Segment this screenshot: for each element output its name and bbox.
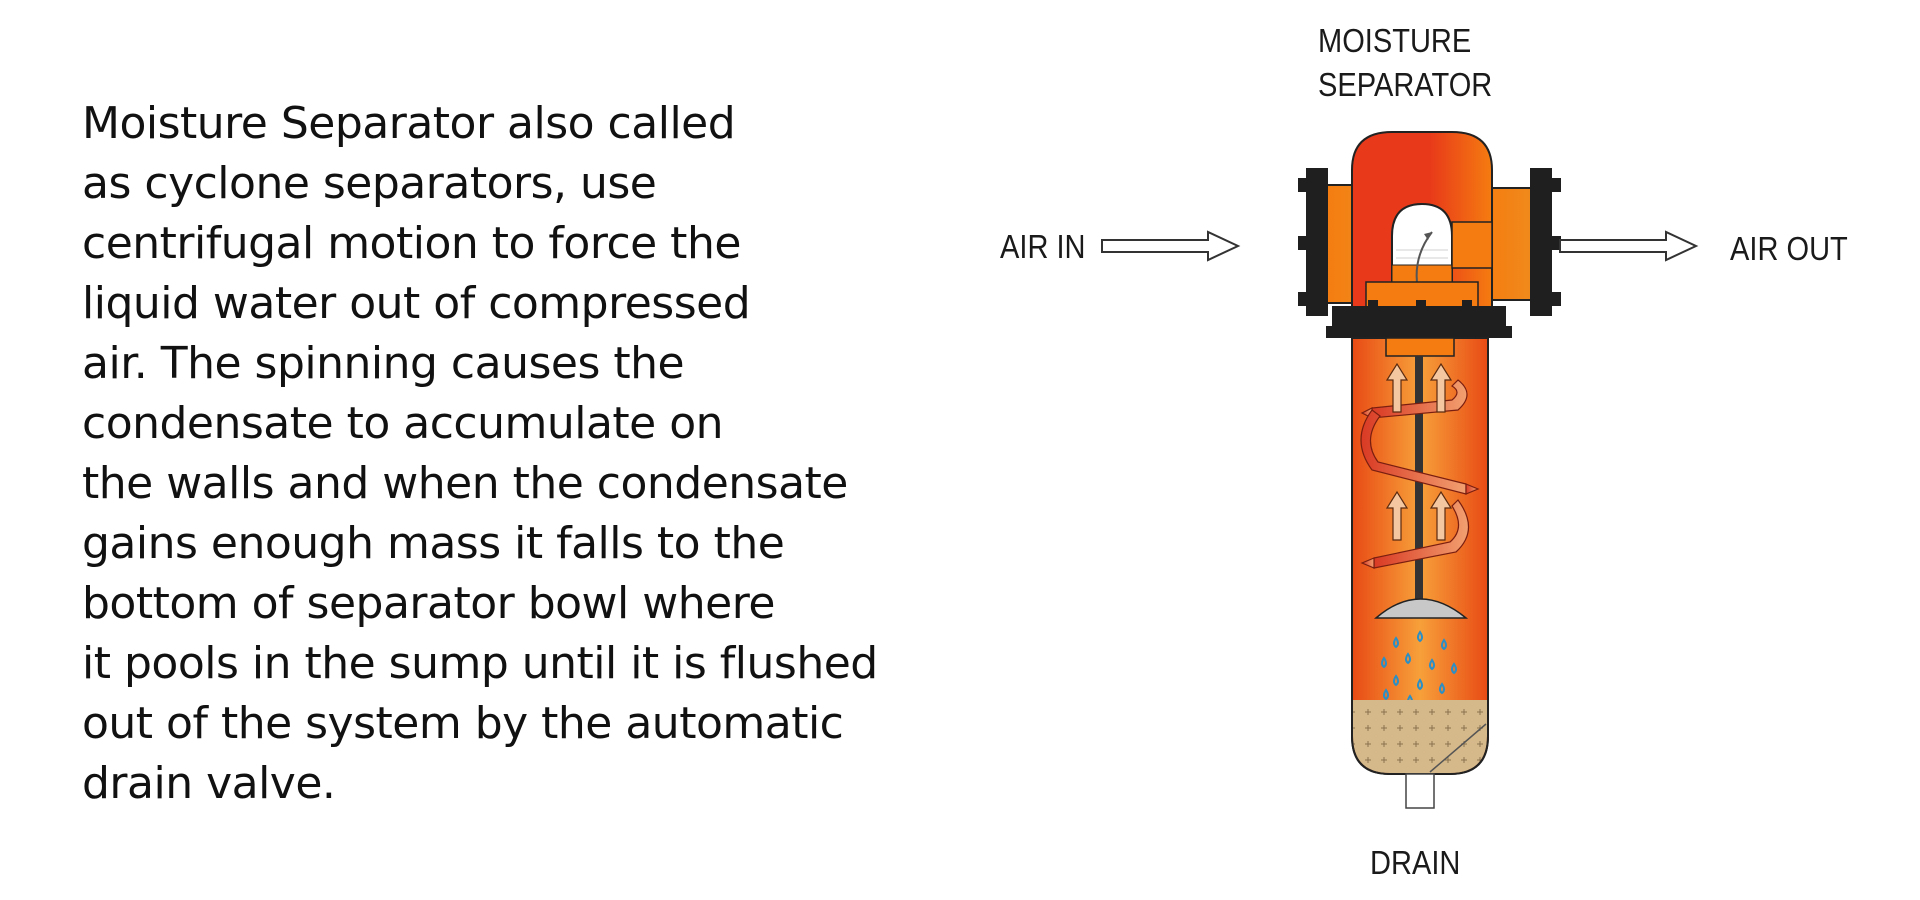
sump: [1351, 700, 1489, 775]
description-line: out of the system by the automatic: [82, 698, 844, 749]
description-line: gains enough mass it falls to the: [82, 518, 785, 569]
description-line: Moisture Separator also called: [82, 98, 736, 149]
description-line: condensate to accumulate on: [82, 398, 724, 449]
description-line: drain valve.: [82, 758, 336, 809]
air-out-label: AIR OUT: [1730, 230, 1848, 267]
separator-head: [1351, 131, 1493, 311]
outlet-port: [1484, 168, 1561, 316]
diagram-title-line2: SEPARATOR: [1318, 66, 1493, 103]
bowl-flange: [1326, 300, 1512, 340]
baffle-plate: [1373, 598, 1469, 619]
description-line: liquid water out of compressed: [82, 278, 751, 329]
air-out-arrow-icon: [1559, 230, 1699, 262]
description-line: as cyclone separators, use: [82, 158, 657, 209]
diagram-title-line1: MOISTURE: [1318, 22, 1472, 59]
description-line: bottom of separator bowl where: [82, 578, 775, 629]
upflow-arrows: [1385, 362, 1453, 541]
air-in-arrow-icon: [1101, 230, 1241, 262]
drain-label: DRAIN: [1370, 844, 1461, 881]
description-line: it pools in the sump until it is flushed: [82, 638, 878, 689]
water-droplets: [1381, 630, 1457, 707]
description-line: centrifugal motion to force the: [82, 218, 741, 269]
description-text: Moisture Separator also called as cyclon…: [82, 94, 942, 814]
description-line: air. The spinning causes the: [82, 338, 685, 389]
drain-valve: [1405, 773, 1435, 809]
air-in-label: AIR IN: [1000, 228, 1086, 265]
description-line: the walls and when the condensate: [82, 458, 848, 509]
